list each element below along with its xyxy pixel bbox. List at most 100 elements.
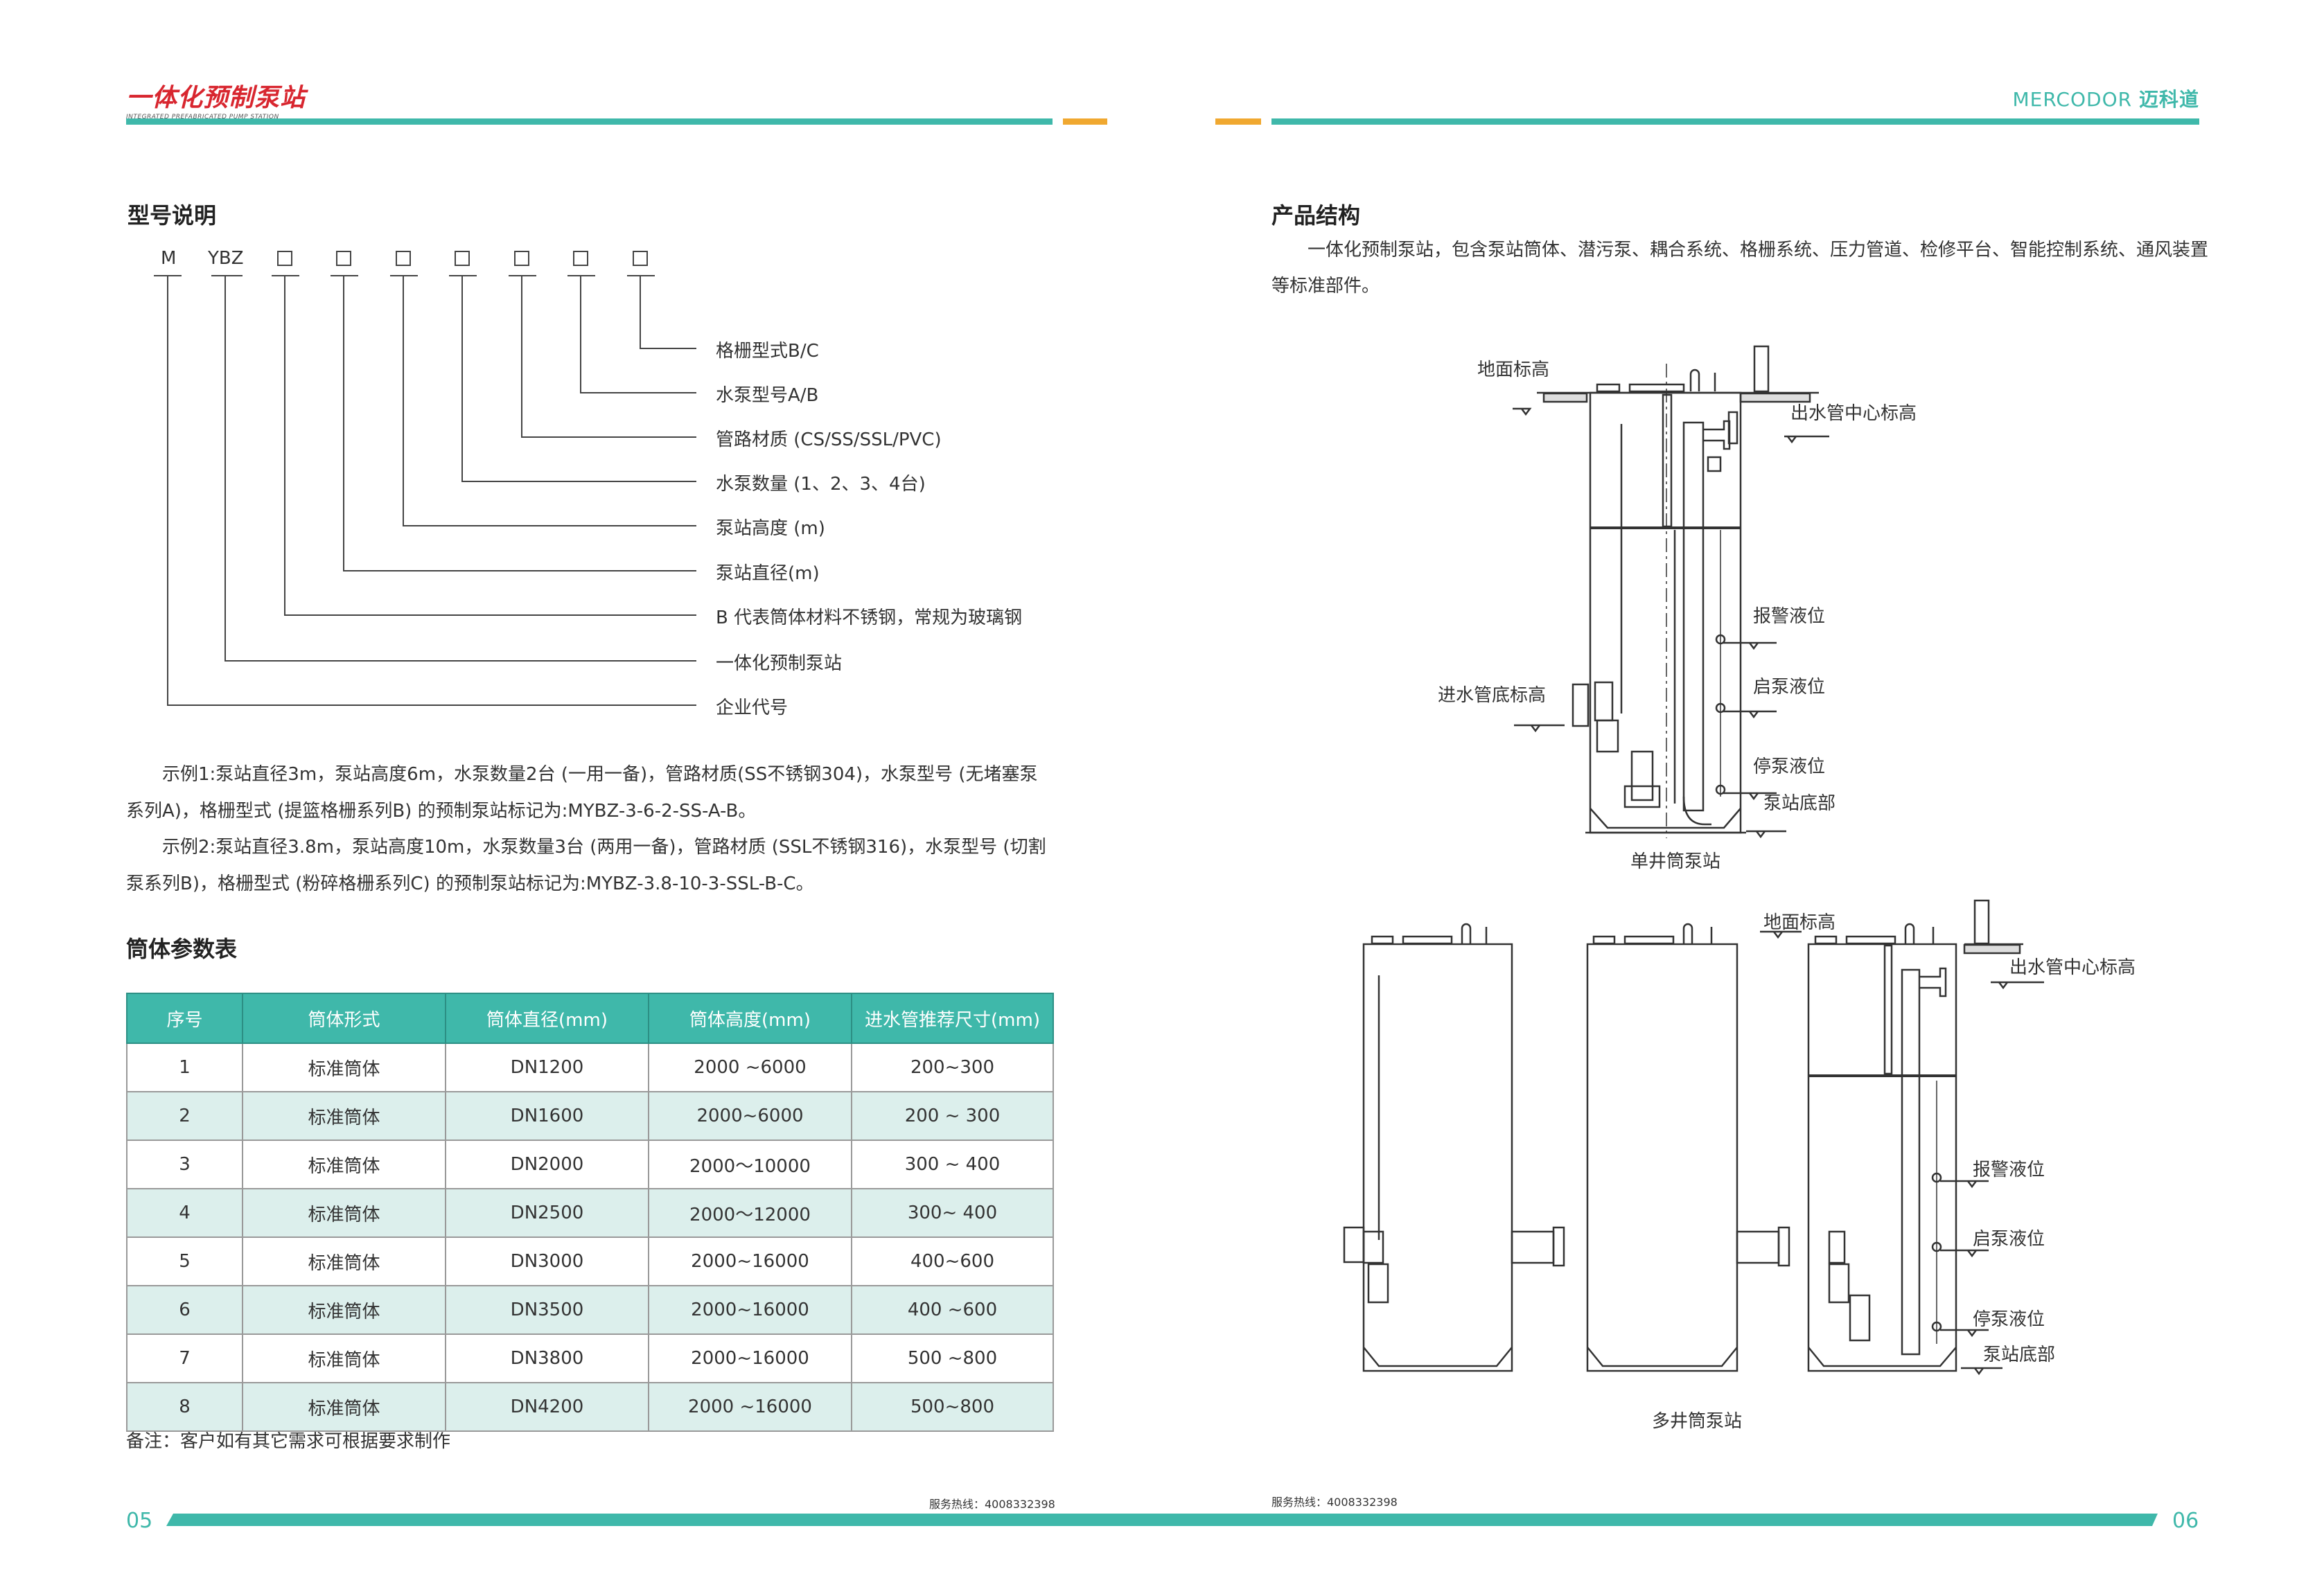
cell: 200 ~ 300 xyxy=(851,1091,1054,1141)
code-box xyxy=(396,251,411,266)
brand-en: MERCODOR xyxy=(2012,88,2133,111)
code-label-company: 企业代号 xyxy=(716,698,789,718)
cell: 标准筒体 xyxy=(242,1236,446,1286)
header-accent-right xyxy=(1215,118,1261,125)
col-header-index: 序号 xyxy=(126,993,243,1044)
cell: 400~600 xyxy=(851,1236,1054,1286)
page-number-left: 05 xyxy=(126,1509,153,1533)
code-label-diameter: 泵站直径(m) xyxy=(716,563,820,584)
header-bar-right xyxy=(1271,118,2199,125)
caption-single: 单井筒泵站 xyxy=(1630,851,1720,872)
cell: 200~300 xyxy=(851,1043,1054,1092)
header-bar-left xyxy=(126,118,1053,125)
label-stop: 停泵液位 xyxy=(1753,756,1825,777)
cell: 标准筒体 xyxy=(242,1140,446,1189)
cell: 2000~16000 xyxy=(648,1236,852,1286)
cell: 500 ~800 xyxy=(851,1333,1054,1383)
cell: 2000～10000 xyxy=(648,1140,852,1189)
cell: 5 xyxy=(126,1236,243,1286)
cell: DN2000 xyxy=(445,1140,649,1189)
header-accent-left xyxy=(1063,118,1107,125)
code-box xyxy=(277,251,292,266)
cell: 2000~16000 xyxy=(648,1285,852,1335)
page-number-right: 06 xyxy=(2172,1509,2199,1533)
cell: 2 xyxy=(126,1091,243,1141)
cell: 标准筒体 xyxy=(242,1333,446,1383)
code-box xyxy=(455,251,470,266)
code-label-product: 一体化预制泵站 xyxy=(716,653,843,674)
cell: DN3500 xyxy=(445,1285,649,1335)
label-start: 启泵液位 xyxy=(1753,677,1825,698)
example-2: 示例2:泵站直径3.8m，泵站高度10m，水泵数量3台 (两用一备)，管路材质 … xyxy=(126,837,1046,894)
label-outlet-multi: 出水管中心标高 xyxy=(2009,957,2136,978)
table-note: 备注：客户如有其它需求可根据要求制作 xyxy=(126,1431,451,1452)
cell: DN3800 xyxy=(445,1333,649,1383)
label-alarm: 报警液位 xyxy=(1753,606,1825,627)
cell: 300 ~ 400 xyxy=(851,1140,1054,1189)
cell: DN1200 xyxy=(445,1043,649,1092)
cell: 2000~6000 xyxy=(648,1091,852,1141)
col-header-type: 筒体形式 xyxy=(242,993,446,1044)
hotline-left: 服务热线：4008332398 xyxy=(929,1498,1055,1511)
code-box xyxy=(633,251,648,266)
label-ground-multi: 地面标高 xyxy=(1763,912,1836,933)
label-stop-multi: 停泵液位 xyxy=(1973,1309,2045,1330)
code-label-material: B 代表筒体材料不锈钢，常规为玻璃钢 xyxy=(716,608,1023,628)
label-bottom-multi: 泵站底部 xyxy=(1983,1345,2055,1365)
cell: 1 xyxy=(126,1043,243,1092)
brand-logo: MERCODOR 迈科道 xyxy=(2013,85,2199,112)
code-box xyxy=(514,251,529,266)
label-alarm-multi: 报警液位 xyxy=(1973,1160,2045,1180)
example-1: 示例1:泵站直径3m，泵站高度6m，水泵数量2台 (一用一备)，管路材质(SS不… xyxy=(126,764,1038,822)
cell: 2000~16000 xyxy=(648,1333,852,1383)
cell: 标准筒体 xyxy=(242,1188,446,1238)
code-box xyxy=(336,251,351,266)
code-label-pump-count: 水泵数量 (1、2、3、4台) xyxy=(716,474,926,495)
col-header-height: 筒体高度(mm) xyxy=(648,993,852,1044)
table-header-row: 序号 筒体形式 筒体直径(mm) 筒体高度(mm) 进水管推荐尺寸(mm) xyxy=(126,993,1054,1044)
label-bottom: 泵站底部 xyxy=(1763,793,1836,814)
structure-title: 产品结构 xyxy=(1271,202,1361,229)
table-title: 筒体参数表 xyxy=(126,936,238,962)
label-inlet: 进水管底标高 xyxy=(1438,685,1546,706)
code-label-height: 泵站高度 (m) xyxy=(716,518,825,539)
cell: 7 xyxy=(126,1333,243,1383)
cell: 300~ 400 xyxy=(851,1188,1054,1238)
col-header-inlet: 进水管推荐尺寸(mm) xyxy=(851,993,1054,1044)
code-label-pump-model: 水泵型号A/B xyxy=(716,385,819,406)
cell: DN4200 xyxy=(445,1382,649,1432)
cell: 2000 ~6000 xyxy=(648,1043,852,1092)
model-code-connectors xyxy=(154,275,696,706)
cell: 标准筒体 xyxy=(242,1382,446,1432)
cell: 标准筒体 xyxy=(242,1043,446,1092)
cell: 标准筒体 xyxy=(242,1091,446,1141)
cell: 8 xyxy=(126,1382,243,1432)
code-part-ybz: YBZ xyxy=(208,248,244,269)
label-outlet: 出水管中心标高 xyxy=(1790,403,1917,424)
col-header-diameter: 筒体直径(mm) xyxy=(445,993,649,1044)
cell: 标准筒体 xyxy=(242,1285,446,1335)
hotline-right: 服务热线：4008332398 xyxy=(1271,1496,1398,1509)
code-part-m: M xyxy=(161,248,177,269)
label-ground: 地面标高 xyxy=(1477,360,1549,380)
code-box xyxy=(573,251,588,266)
model-title: 型号说明 xyxy=(127,202,217,229)
brand-cn: 迈科道 xyxy=(2138,88,2199,111)
logo-text: 一体化预制泵站 xyxy=(126,83,306,112)
cell: DN2500 xyxy=(445,1188,649,1238)
cell: 2000 ~16000 xyxy=(648,1382,852,1432)
cell: 2000～12000 xyxy=(648,1188,852,1238)
structure-intro-1: 一体化预制泵站，包含泵站筒体、潜污泵、耦合系统、格栅系统、压力管道、检修平台、智… xyxy=(1308,240,2209,260)
